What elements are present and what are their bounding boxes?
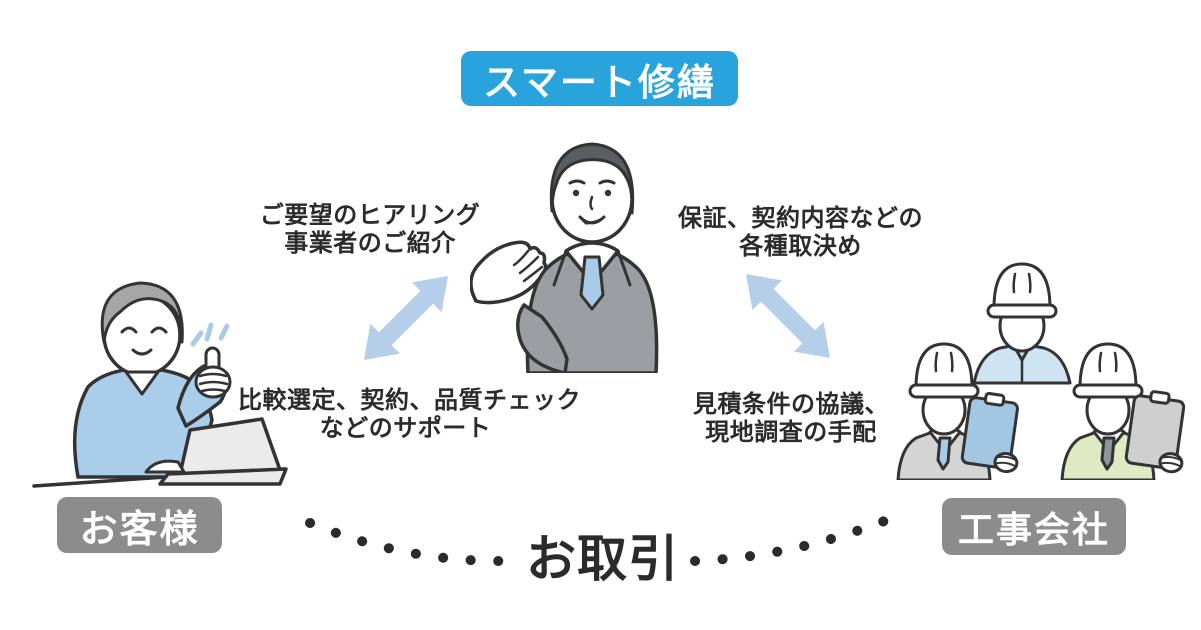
annotation-line: などのサポート [319, 415, 492, 443]
annotation-line: 保証、契約内容などの [678, 205, 923, 232]
typing-hand [144, 459, 186, 474]
title-badge-label: スマート修繕 [483, 61, 716, 103]
annotation-line: 比較選定、契約、品質チェック [238, 387, 581, 414]
clipboard-icon [960, 392, 1019, 474]
right-double-arrow-icon [746, 274, 830, 358]
thumbs-up-icon [194, 346, 232, 399]
customer-label: お客様 [57, 497, 222, 553]
workers-illustration [896, 262, 1186, 480]
helmet-icon [1072, 342, 1144, 399]
helmet-icon [986, 262, 1058, 319]
annotation-line: 各種取決め [739, 233, 862, 261]
transaction-dots-icon [305, 513, 897, 567]
annotation-line: 見積条件の協議、 [693, 391, 889, 418]
annotation-line: ご要望のヒアリング [259, 202, 481, 229]
annotation-comparison-support: 比較選定、契約、品質チェック などのサポート [238, 387, 581, 444]
left-double-arrow-icon [364, 276, 448, 360]
customer-illustration [32, 281, 288, 488]
annotation-line: 事業者のご紹介 [284, 230, 456, 258]
worker-back [972, 262, 1072, 385]
agent-illustration [470, 142, 659, 373]
worker-front-right [1060, 342, 1186, 480]
customer-label-text: お客様 [79, 508, 200, 551]
title-badge: スマート修繕 [461, 51, 738, 106]
contractor-label: 工事会社 [942, 498, 1126, 555]
agent-face [549, 142, 635, 244]
annotation-hearing-intro: ご要望のヒアリング 事業者のご紹介 [235, 202, 505, 259]
laptop-icon [158, 417, 288, 486]
annotation-estimate-survey: 見積条件の協議、 現地調査の手配 [666, 391, 916, 448]
tie-icon [579, 255, 605, 311]
annotation-line: 現地調査の手配 [705, 419, 877, 447]
open-hand-icon [470, 240, 548, 305]
helmet-icon [908, 342, 980, 399]
contractor-label-text: 工事会社 [957, 508, 1110, 550]
clipboard-icon [1124, 390, 1186, 474]
customer-face [100, 281, 184, 377]
suit-sleeve [516, 303, 569, 373]
transaction-label: お取引 [526, 531, 679, 587]
worker-front-left [896, 342, 1019, 480]
sparkle-icon [190, 322, 230, 347]
annotation-warranty-terms: 保証、契約内容などの 各種取決め [668, 205, 933, 262]
